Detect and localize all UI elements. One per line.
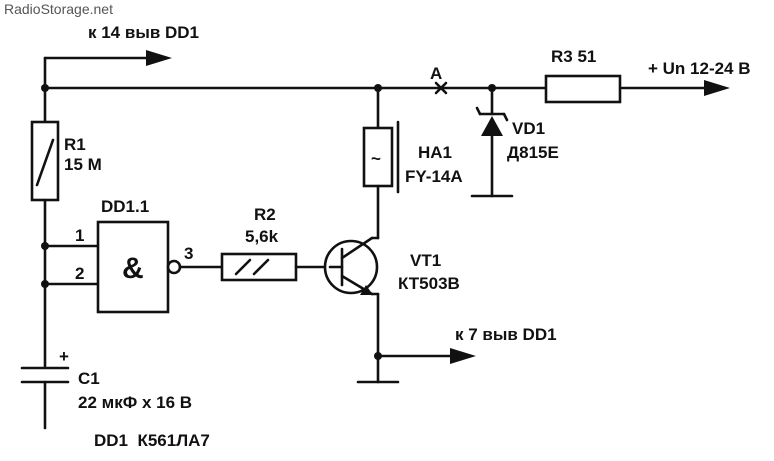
vd1-name-label: VD1 — [512, 119, 545, 138]
junction-input2 — [41, 280, 49, 288]
r1-variable-mark — [35, 138, 55, 187]
watermark: RadioStorage.net — [4, 1, 113, 17]
r3-label: R3 51 — [551, 47, 596, 66]
vd1-diode-icon — [481, 116, 503, 136]
vd1-value-label: Д815Е — [507, 143, 559, 162]
ha1-name-label: HA1 — [418, 143, 452, 162]
pin14-label: к 14 выв DD1 — [88, 23, 199, 42]
r1-name-label: R1 — [64, 135, 86, 154]
r3-resistor — [544, 74, 622, 104]
pin2-label: 2 — [75, 264, 84, 283]
node-a-label: A — [430, 64, 442, 83]
c1-name-label: C1 — [78, 369, 100, 388]
c1-value-label: 22 мкФ х 16 В — [78, 393, 192, 412]
r2-mark-2 — [252, 258, 270, 276]
pin7-arrow-icon — [450, 348, 476, 364]
r2-name-label: R2 — [254, 205, 276, 224]
pin3-label: 3 — [184, 244, 193, 263]
r1-value-label: 15 M — [64, 155, 102, 174]
r2-resistor — [220, 252, 298, 282]
vd1-zener-bend-left — [475, 106, 482, 116]
node-a-mark-2 — [434, 81, 448, 95]
buzzer-symbol: ~ — [371, 149, 381, 168]
vt1-value-label: КТ503В — [398, 274, 460, 293]
vt1-transistor — [323, 239, 379, 295]
junction-input1 — [41, 242, 49, 250]
ha1-value-label: FY-14A — [405, 167, 463, 186]
r2-value-label: 5,6k — [245, 227, 279, 246]
junction-pin7 — [374, 352, 382, 360]
c1-plus-label: + — [59, 347, 69, 366]
vt1-name-label: VT1 — [410, 251, 441, 270]
dd1-nand-gate — [96, 220, 170, 314]
supply-label: + Un 12-24 В — [648, 59, 751, 78]
pin1-label: 1 — [75, 226, 84, 245]
chip-note-label: DD1 К561ЛА7 — [94, 431, 210, 450]
vt1-emitter-arrow-icon — [360, 285, 373, 295]
pin7-label: к 7 выв DD1 — [455, 325, 557, 344]
junction-ha1-top — [374, 84, 382, 92]
junction-top-left — [41, 84, 49, 92]
supply-arrow-icon — [704, 80, 730, 96]
pin14-arrow-icon — [146, 50, 172, 66]
vt1-collector-lead — [340, 236, 374, 260]
r2-mark-1 — [234, 258, 252, 276]
dd1-name-label: DD1.1 — [101, 197, 149, 216]
vd1-zener-bend-right — [502, 112, 509, 122]
nand-symbol: & — [122, 252, 144, 285]
nand-output-bubble — [166, 259, 182, 275]
ha1-buzzer — [362, 126, 394, 188]
